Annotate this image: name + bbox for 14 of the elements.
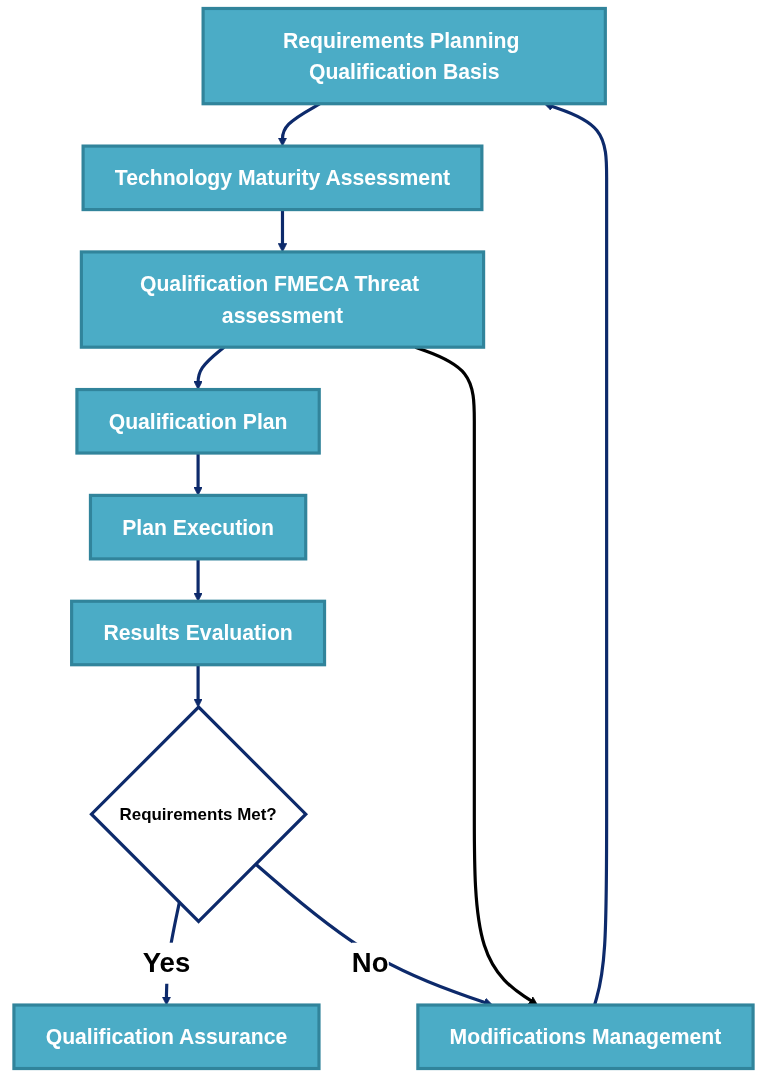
node-box: Requirements Planning Qualification Basis: [201, 6, 607, 106]
node-box: Qualification FMECA Threat assessment: [79, 250, 486, 349]
arrow: [193, 558, 203, 602]
node-box: Results Evaluation: [70, 599, 327, 667]
arrow: [193, 453, 203, 496]
node-diamond: Requirements Met?: [89, 704, 308, 924]
node-box: Qualification Assurance: [12, 1003, 321, 1071]
edge-label: No: [351, 946, 389, 979]
node-box: Plan Execution: [88, 493, 308, 561]
arrow: [193, 664, 203, 708]
node-box: Qualification Plan: [75, 387, 321, 455]
node-box: Technology Maturity Assessment: [81, 144, 484, 212]
node-box: Modifications Management: [416, 1003, 755, 1071]
edge-label: Yes: [142, 946, 191, 979]
